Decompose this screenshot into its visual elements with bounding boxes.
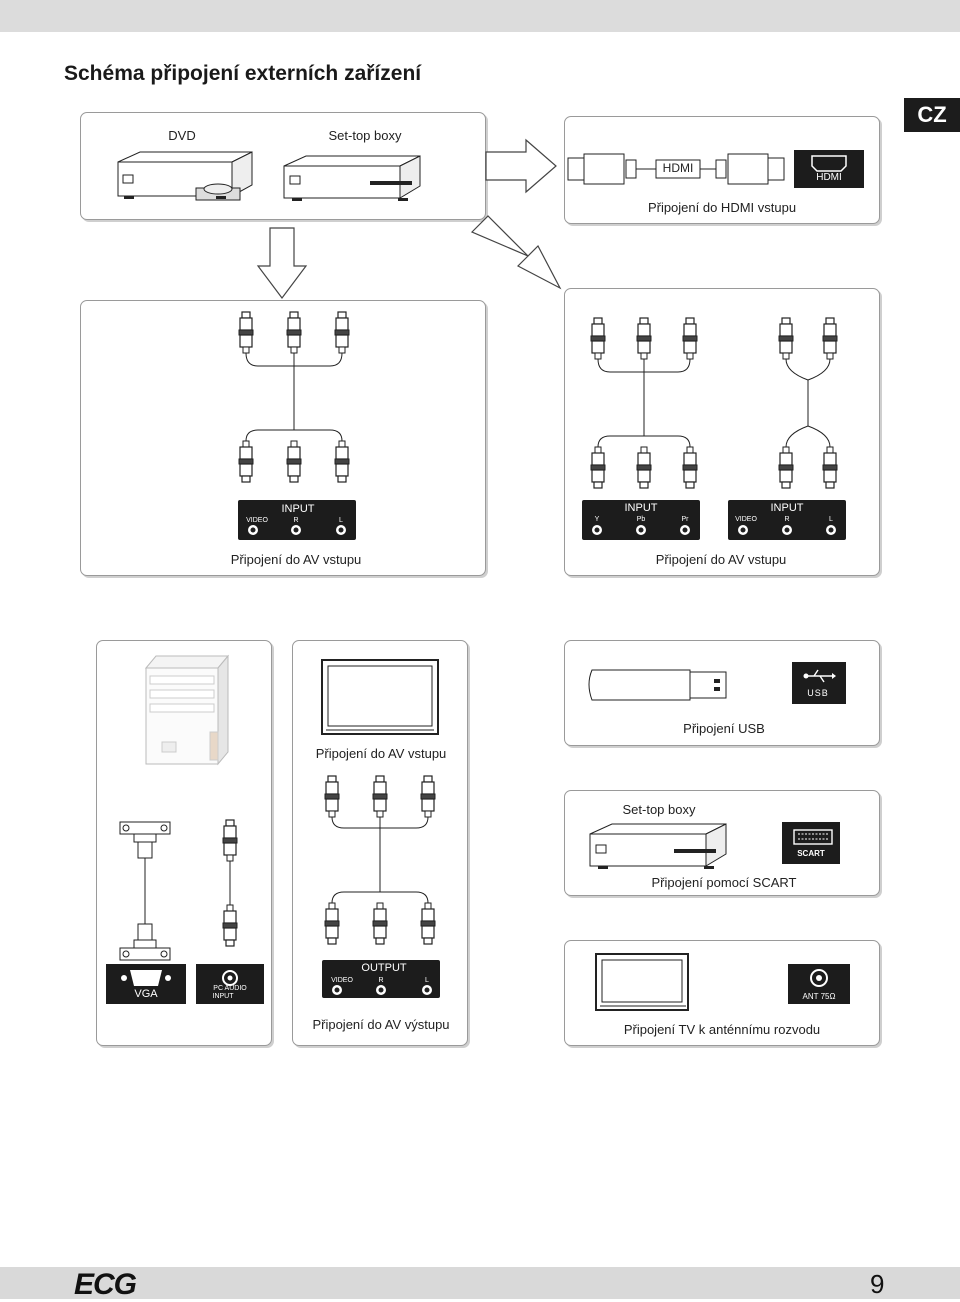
usb-port-icon (792, 662, 846, 704)
av-out-l-label: L (425, 977, 429, 984)
page-title: Schéma připojení externích zařízení (64, 62, 422, 85)
av-cable-left (238, 311, 350, 483)
footer-band (0, 1267, 960, 1299)
hdmi-cable-label: HDMI (662, 161, 694, 175)
av-output-jack-panel (322, 960, 440, 998)
pc-audio-port-icon (196, 964, 264, 1004)
scart-title: Set-top boxy (622, 802, 696, 817)
tv-illustration-antenna (595, 953, 689, 1011)
av-left-panel-title: INPUT (281, 503, 315, 515)
av-out-r-label: R (378, 977, 384, 984)
av-right-r-label: R (784, 516, 790, 523)
av-output-panel-title: OUTPUT (361, 962, 407, 974)
brand-logo: ECG (74, 1268, 137, 1301)
av-input-jack-panel-right (728, 500, 846, 540)
scart-port-label: SCART (797, 849, 825, 858)
av-left-caption: Připojení do AV vstupu (230, 552, 362, 567)
dvd-player-illustration (117, 151, 253, 201)
usb-caption: Připojení USB (683, 721, 765, 736)
antenna-caption: Připojení TV k anténnímu rozvodu (623, 1022, 821, 1037)
hdmi-caption: Připojení do HDMI vstupu (647, 200, 797, 215)
av-left-l-label: L (339, 517, 343, 524)
vga-cable-illustration (119, 821, 171, 961)
av-right-panel-title: INPUT (770, 502, 804, 514)
audio-cable-illustration (222, 819, 238, 947)
settop-box-illustration (283, 155, 421, 201)
antenna-port-label: ANT 75Ω (802, 992, 836, 1001)
scart-port-icon (782, 822, 840, 864)
vga-port-icon (106, 964, 186, 1004)
av-right-video-label: VIDEO (735, 516, 757, 523)
av-out-top-caption: Připojení do AV vstupu (315, 746, 447, 761)
scart-settop-illustration (589, 823, 727, 869)
dvd-label: DVD (168, 128, 196, 143)
scart-caption: Připojení pomocí SCART (651, 875, 797, 890)
pc-audio-label-line2: INPUT (212, 993, 234, 1000)
av-out-video-label: VIDEO (331, 977, 353, 984)
hdmi-port-label: HDMI (816, 172, 842, 183)
hdmi-port-icon (794, 150, 864, 188)
audio-cable-right (778, 317, 838, 489)
vga-label: VGA (134, 988, 158, 1000)
tv-illustration-av-out (321, 659, 439, 735)
av-right-caption: Připojení do AV vstupu (655, 552, 787, 567)
component-y-label: Y (594, 516, 600, 523)
usb-flash-drive-illustration (588, 669, 727, 701)
pc-tower-illustration (144, 654, 230, 766)
av-left-video-label: VIDEO (246, 517, 268, 524)
component-pr-label: Pr (681, 516, 689, 523)
component-panel-title: INPUT (624, 502, 658, 514)
component-input-jack-panel (582, 500, 700, 540)
header-band (0, 0, 960, 32)
component-pb-label: Pb (636, 516, 646, 523)
av-input-jack-panel-left (238, 500, 356, 540)
av-out-caption: Připojení do AV výstupu (312, 1017, 450, 1032)
pc-audio-label-line1: PC AUDIO (213, 985, 247, 992)
settop-label: Set-top boxy (328, 128, 402, 143)
component-cable (590, 317, 698, 489)
av-output-cable (324, 775, 436, 945)
language-badge: CZ (904, 98, 960, 132)
hdmi-cable-illustration (567, 153, 785, 185)
av-left-r-label: R (293, 517, 299, 524)
av-right-l-label: L (829, 516, 833, 523)
page-number: 9 (870, 1269, 885, 1299)
usb-port-label: USB (807, 688, 829, 698)
arrow-diagonal-icon (470, 215, 562, 290)
arrow-right-icon (485, 138, 557, 194)
arrow-down-icon (256, 227, 308, 299)
antenna-port-icon (788, 964, 850, 1004)
